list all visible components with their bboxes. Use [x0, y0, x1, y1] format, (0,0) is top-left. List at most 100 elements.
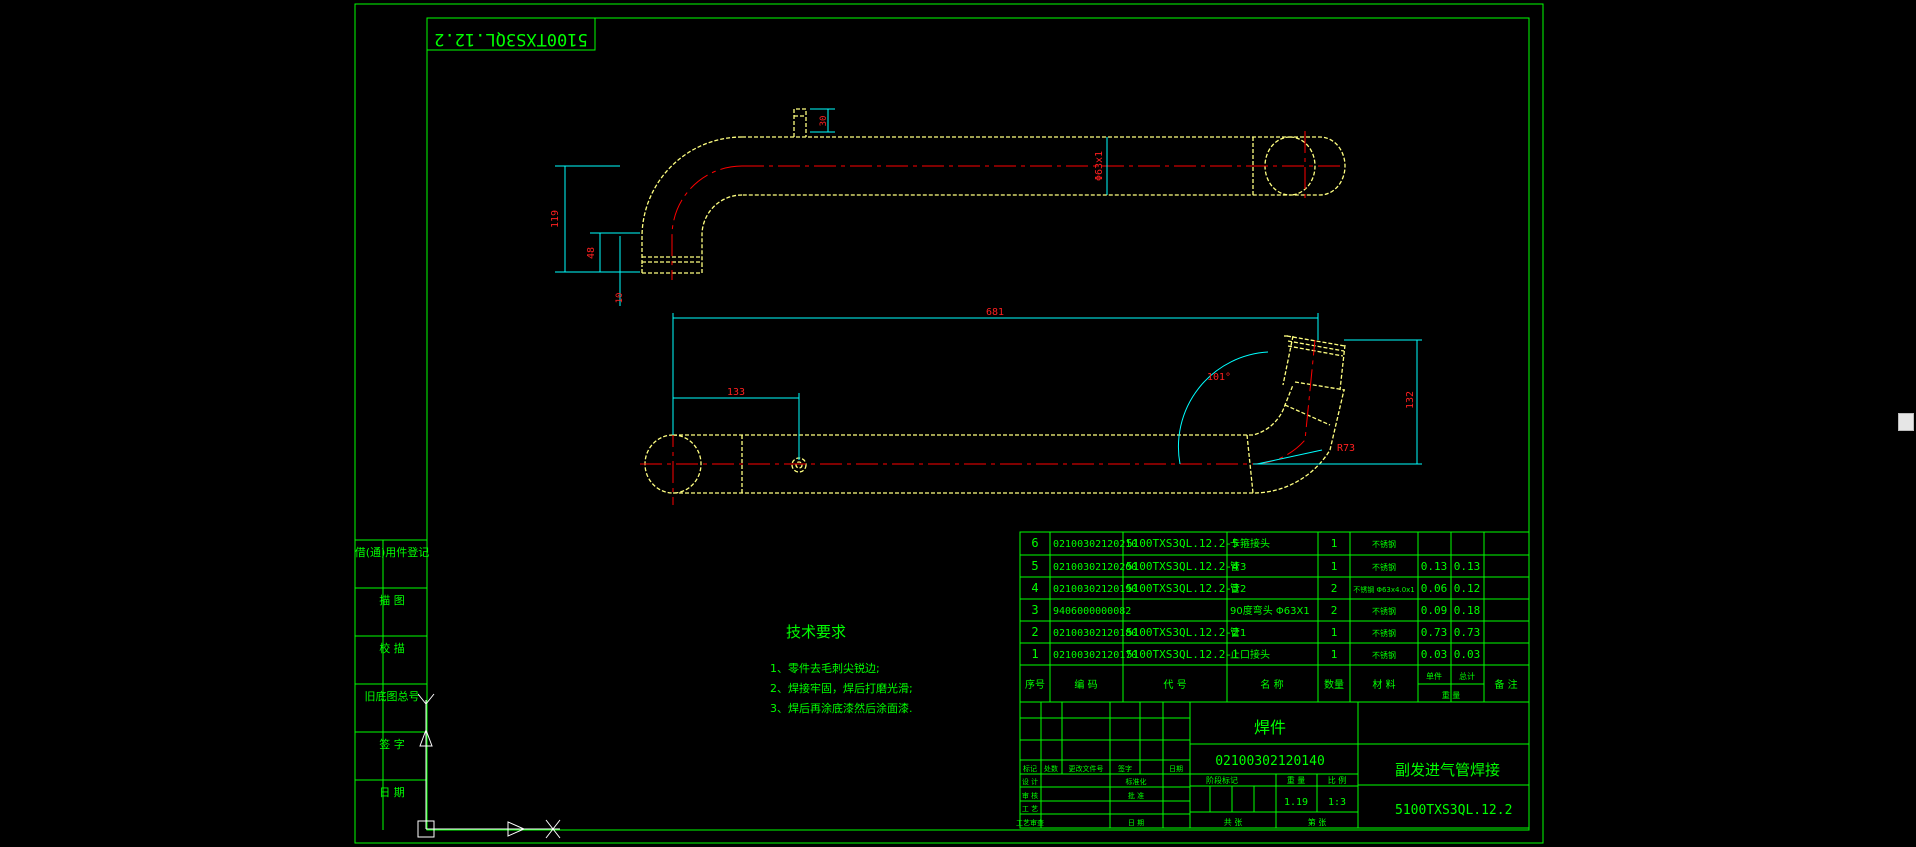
tb-scale-label: 比 例 — [1328, 775, 1347, 785]
bom-cell-name: 管3 — [1230, 560, 1246, 573]
tech-req-title: 技术要求 — [786, 623, 846, 641]
tb-sign-4: 标准化 — [1126, 777, 1147, 786]
tb-sheet-label-2: 第 张 — [1308, 817, 1327, 827]
bom-header-qty: 数量 — [1324, 678, 1344, 691]
tb-part-type: 焊件 — [1254, 718, 1286, 737]
bom-cell-w2: 0.73 — [1454, 626, 1481, 639]
bom-cell-name: 管1 — [1230, 626, 1246, 639]
bom-cell-mat: 不锈钢 — [1372, 650, 1396, 660]
bom-cell-ref: 5100TXS3QL.12.2-2 — [1126, 626, 1239, 639]
bom-cell-mat: 不锈钢 Φ63x4.0x1 — [1353, 585, 1415, 594]
side-label-1: 借(通)用件登记 — [355, 545, 430, 559]
tech-req-item-3: 3、焊后再涂底漆然后涂面漆. — [770, 701, 913, 715]
bom-cell-w1: 0.03 — [1421, 648, 1448, 661]
bom-header-w-label: 重 量 — [1442, 690, 1461, 700]
bom-cell-w1: 0.06 — [1421, 582, 1448, 595]
bom-cell-ref: 5100TXS3QL.12.2-5 — [1126, 537, 1239, 550]
bom-cell-w2: 0.12 — [1454, 582, 1481, 595]
dim-height-10: 10 — [615, 293, 625, 304]
bottom-view: 681 133 101° R73 132 — [640, 307, 1422, 505]
dim-height-48: 48 — [586, 247, 597, 259]
bom-cell-w2: 0.03 — [1454, 648, 1481, 661]
tb-sheet-label: 共 张 — [1224, 818, 1243, 827]
bom-cell-no: 5 — [1031, 559, 1038, 573]
side-labels: 借(通)用件登记 描 图 校 描 旧底图总号 签 字 日 期 — [355, 545, 430, 799]
bom-cell-code: 02100302120170 — [1053, 650, 1137, 661]
bom-cell-no: 6 — [1031, 536, 1038, 550]
dim-length-133: 133 — [727, 387, 745, 398]
bom-cell-qty: 1 — [1331, 626, 1338, 639]
bom-cell-no: 2 — [1031, 625, 1038, 639]
vertical-scrollbar[interactable] — [1896, 0, 1916, 847]
tech-req-item-1: 1、零件去毛刺尖锐边; — [770, 661, 880, 675]
tb-sign-1: 设 计 — [1022, 777, 1038, 786]
bom-header-mat: 材 料 — [1372, 678, 1395, 691]
tech-req-item-2: 2、焊接牢固，焊后打磨光滑; — [770, 681, 913, 695]
bom-header-code: 编 码 — [1074, 678, 1097, 691]
bom-header-name: 名 称 — [1260, 678, 1283, 691]
tb-rev-label-2: 处数 — [1044, 764, 1058, 773]
ucs-icon — [417, 693, 561, 839]
bom-cell-no: 1 — [1031, 647, 1038, 661]
tb-sign-2: 审 核 — [1022, 791, 1038, 800]
side-label-5: 签 字 — [379, 737, 405, 751]
dim-radius-r73: R73 — [1337, 443, 1355, 454]
bom-cell-mat: 不锈钢 — [1372, 562, 1396, 572]
tb-scale: 1:3 — [1328, 797, 1346, 808]
code-box-text: 5100TXS3QL.12.2 — [434, 29, 588, 49]
bom-cell-mat: 不锈钢 — [1372, 539, 1396, 549]
tb-rev-label-4: 签字 — [1118, 764, 1132, 773]
bom-cell-name: 止口接头 — [1230, 648, 1270, 661]
side-label-2: 描 图 — [379, 593, 405, 607]
bom-cell-w1: 0.09 — [1421, 604, 1448, 617]
side-label-4: 旧底图总号 — [365, 689, 420, 703]
side-label-3: 校 描 — [379, 641, 405, 655]
bom-header-remark: 备 注 — [1494, 678, 1517, 691]
dim-length-681: 681 — [986, 307, 1004, 318]
bom-cell-code: 02100302120200 — [1053, 562, 1137, 573]
code-box: 5100TXS3QL.12.2 — [426, 17, 596, 51]
bom-cell-qty: 1 — [1331, 560, 1338, 573]
dim-height-119: 119 — [550, 210, 561, 228]
dim-angle-101: 101° — [1207, 372, 1231, 383]
dim-height-small: 30 — [819, 116, 829, 127]
tb-rev-label-1: 标记 — [1023, 764, 1037, 773]
scrollbar-thumb[interactable] — [1898, 413, 1914, 431]
drawing-frame — [354, 3, 1544, 844]
bom-cell-no: 3 — [1031, 603, 1038, 617]
tb-rev-label-5: 日期 — [1169, 765, 1183, 773]
dim-diameter: Φ63x1 — [1094, 151, 1105, 181]
side-label-6: 日 期 — [379, 786, 405, 799]
tb-sign-3: 工 艺 — [1022, 805, 1038, 813]
bom-cell-mat: 不锈钢 — [1372, 606, 1396, 616]
bom-cell-ref: 5100TXS3QL.12.2-1 — [1126, 648, 1239, 661]
tb-rev-label-3: 更改文件号 — [1069, 764, 1104, 773]
bom-cell-name: 卡箍接头 — [1230, 537, 1270, 550]
bom-cell-no: 4 — [1031, 581, 1038, 595]
tb-weight: 1.19 — [1284, 797, 1308, 808]
bom-cell-qty: 1 — [1331, 537, 1338, 550]
bom-cell-w2: 0.18 — [1454, 604, 1481, 617]
tb-sign-6: 日 期 — [1128, 819, 1144, 827]
dim-height-132: 132 — [1405, 391, 1416, 409]
bom-cell-ref: 5100TXS3QL.12.2-3 — [1126, 582, 1239, 595]
tb-part-name: 副发进气管焊接 — [1395, 761, 1500, 779]
bom-cell-w1: 0.13 — [1421, 560, 1448, 573]
bom-cell-qty: 2 — [1331, 604, 1338, 617]
bom-header-no: 序号 — [1025, 678, 1045, 691]
bom-cell-code: 02100302120180 — [1053, 628, 1137, 639]
bom-cell-code: 02100302120210 — [1053, 539, 1137, 550]
bom-cell-name: 管2 — [1230, 582, 1246, 595]
bom-cell-qty: 1 — [1331, 648, 1338, 661]
tb-sign-7: 工艺审查 — [1016, 818, 1044, 827]
tb-part-code: 02100302120140 — [1215, 754, 1325, 769]
tech-requirements: 技术要求 1、零件去毛刺尖锐边; 2、焊接牢固，焊后打磨光滑; 3、焊后再涂底漆… — [770, 623, 913, 715]
bom-cell-w2: 0.13 — [1454, 560, 1481, 573]
bom-header-w-single: 单件 — [1426, 671, 1442, 681]
top-view: Φ63x1 30 119 48 10 — [550, 108, 1346, 306]
bom-cell-code: 02100302120190 — [1053, 584, 1137, 595]
bom-cell-w1: 0.73 — [1421, 626, 1448, 639]
tb-sign-5: 批 准 — [1128, 791, 1144, 800]
bom-cell-mat: 不锈钢 — [1372, 628, 1396, 638]
